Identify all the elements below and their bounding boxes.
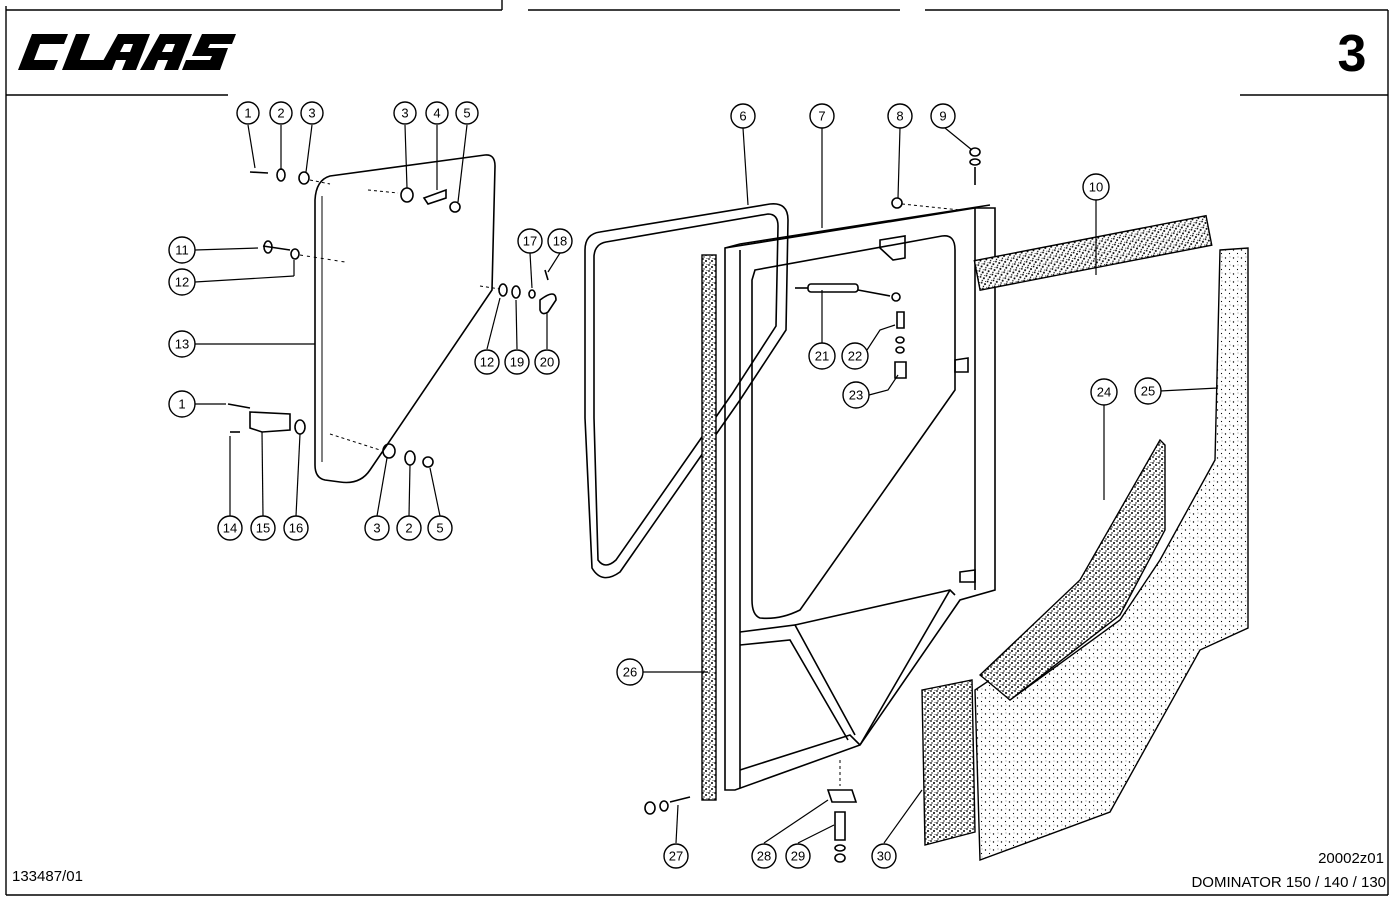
svg-text:29: 29	[791, 849, 805, 864]
window-glass	[314, 154, 496, 484]
svg-text:15: 15	[256, 521, 270, 536]
gas-strut	[795, 283, 907, 379]
svg-text:8: 8	[896, 109, 903, 124]
callout-12b: 12	[474, 349, 500, 375]
callout-12a: 12	[168, 268, 196, 296]
callout-9: 9	[930, 103, 956, 129]
svg-text:11: 11	[175, 243, 189, 258]
svg-text:1: 1	[244, 106, 251, 121]
claas-logo	[18, 34, 236, 70]
callout-29: 29	[785, 843, 811, 869]
svg-text:19: 19	[510, 355, 524, 370]
document-number: 133487/01	[12, 868, 83, 885]
svg-text:28: 28	[757, 849, 771, 864]
svg-text:26: 26	[623, 665, 637, 680]
svg-text:12: 12	[480, 355, 494, 370]
callout-21: 21	[808, 342, 836, 370]
callout-23: 23	[842, 381, 870, 409]
callout-28: 28	[751, 843, 777, 869]
svg-text:1: 1	[178, 397, 185, 412]
callout-6: 6	[730, 103, 756, 129]
door-seal	[584, 203, 789, 579]
svg-text:14: 14	[223, 521, 237, 536]
svg-text:17: 17	[523, 234, 537, 249]
svg-text:18: 18	[553, 234, 567, 249]
callout-16: 16	[283, 515, 309, 541]
callout-1b: 1	[168, 390, 196, 418]
svg-text:4: 4	[433, 106, 440, 121]
callout-13: 13	[168, 330, 196, 358]
callout-4: 4	[425, 101, 449, 125]
svg-text:25: 25	[1141, 384, 1155, 399]
svg-text:22: 22	[848, 349, 862, 364]
bottom-hardware	[644, 760, 858, 863]
page-frame	[5, 0, 1389, 896]
svg-text:20: 20	[540, 355, 554, 370]
hardware-top	[249, 168, 461, 263]
svg-text:5: 5	[463, 106, 470, 121]
callout-3b: 3	[393, 101, 417, 125]
side-foam-strip	[701, 254, 717, 801]
svg-text:24: 24	[1097, 385, 1111, 400]
callout-20: 20	[534, 349, 560, 375]
svg-text:10: 10	[1089, 180, 1103, 195]
callout-14: 14	[217, 515, 243, 541]
leader-lines	[194, 124, 1219, 844]
callout-30: 30	[871, 843, 897, 869]
callout-2b: 2	[396, 515, 422, 541]
bottom-foam-pad	[921, 679, 976, 846]
callout-25: 25	[1134, 377, 1162, 405]
callout-22: 22	[841, 342, 869, 370]
callout-3a: 3	[300, 101, 324, 125]
door-frame	[724, 204, 996, 791]
svg-text:27: 27	[669, 849, 683, 864]
callout-1a: 1	[236, 101, 260, 125]
svg-text:2: 2	[405, 521, 412, 536]
svg-text:13: 13	[175, 337, 189, 352]
svg-text:5: 5	[436, 521, 443, 536]
callout-18: 18	[547, 228, 573, 254]
callout-11: 11	[168, 236, 196, 264]
hinge-hardware	[227, 403, 434, 468]
foam-pad	[978, 438, 1166, 701]
hardware-top-right	[891, 147, 981, 211]
callout-17: 17	[517, 228, 543, 254]
callout-3c: 3	[364, 515, 390, 541]
callout-26: 26	[616, 658, 644, 686]
svg-text:21: 21	[815, 349, 829, 364]
svg-text:9: 9	[939, 109, 946, 124]
svg-text:30: 30	[877, 849, 891, 864]
svg-text:3: 3	[401, 106, 408, 121]
svg-text:3: 3	[373, 521, 380, 536]
callout-10: 10	[1082, 173, 1110, 201]
callout-5b: 5	[427, 515, 453, 541]
svg-text:3: 3	[308, 106, 315, 121]
svg-text:23: 23	[849, 388, 863, 403]
svg-text:2: 2	[277, 106, 284, 121]
model-designation: DOMINATOR 150 / 140 / 130	[1191, 874, 1386, 891]
svg-text:12: 12	[175, 275, 189, 290]
callout-15: 15	[250, 515, 276, 541]
figure-id: 20002z01	[1318, 850, 1384, 867]
callout-24: 24	[1090, 378, 1118, 406]
svg-text:6: 6	[739, 109, 746, 124]
callout-19: 19	[504, 349, 530, 375]
svg-text:7: 7	[818, 109, 825, 124]
svg-text:16: 16	[289, 521, 303, 536]
foam-strip	[973, 214, 1213, 292]
page-number: 3	[1337, 25, 1367, 83]
callout-8: 8	[887, 103, 913, 129]
callout-7: 7	[809, 103, 835, 129]
callout-2a: 2	[269, 101, 293, 125]
callout-5a: 5	[455, 101, 479, 125]
callout-27: 27	[663, 843, 689, 869]
latch-hardware	[479, 269, 557, 315]
lining-panel	[974, 247, 1249, 861]
